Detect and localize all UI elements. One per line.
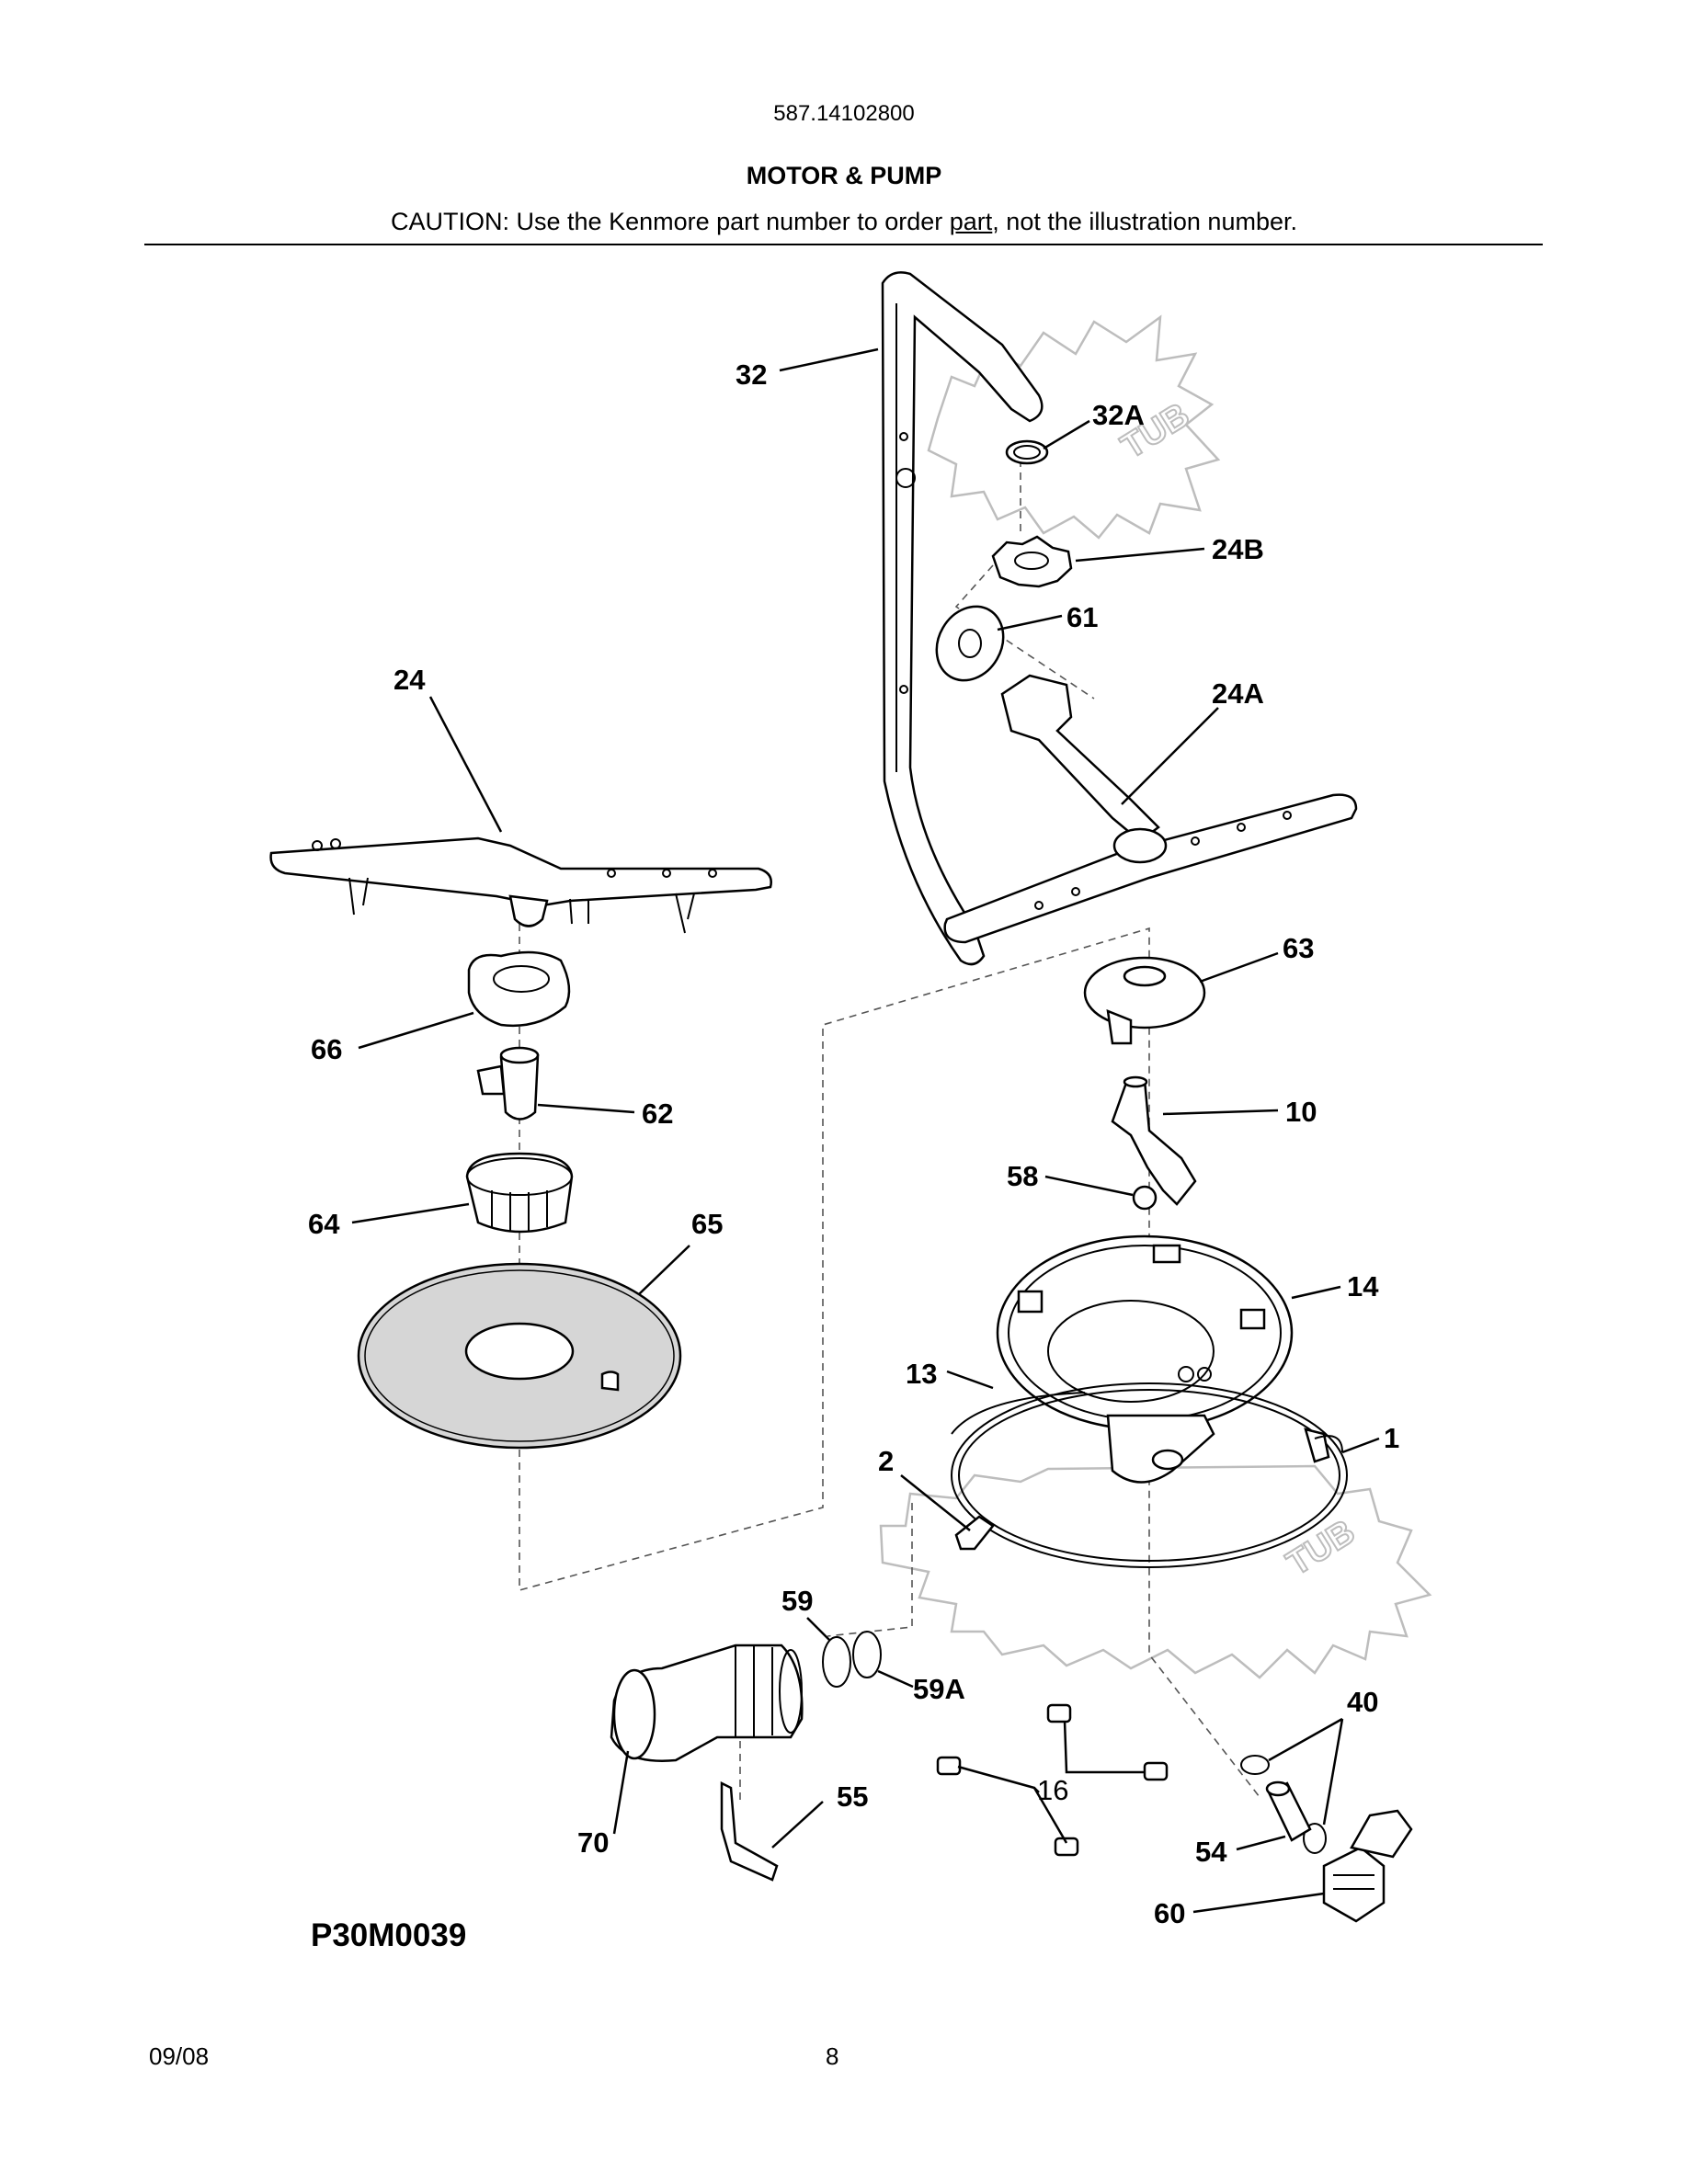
callout-66: 66 xyxy=(311,1033,342,1065)
callout-59: 59 xyxy=(781,1585,813,1617)
grommet-3 xyxy=(936,1756,962,1776)
callout-24A: 24A xyxy=(1212,677,1264,710)
part-10-tube xyxy=(1111,1075,1197,1206)
part-59-oring xyxy=(822,1636,851,1688)
callout-64: 64 xyxy=(308,1208,340,1240)
part-65-fine-filter xyxy=(357,1262,682,1450)
part-58-ball xyxy=(1132,1185,1158,1211)
callout-54: 54 xyxy=(1195,1836,1227,1868)
part-24B-nut xyxy=(991,535,1073,588)
section-title: MOTOR & PUMP xyxy=(746,162,942,189)
part-13-seal xyxy=(951,1382,1348,1568)
part-63-cover xyxy=(1083,956,1206,1045)
part-59A-oring xyxy=(852,1631,882,1678)
part-64-filter xyxy=(465,1152,574,1234)
callout-labels: 32 32A 24B 61 24 24A 63 66 62 10 58 64 6… xyxy=(308,358,1399,1929)
part-61-washer xyxy=(935,605,1005,682)
callout-61: 61 xyxy=(1066,601,1098,633)
callout-65: 65 xyxy=(691,1208,723,1240)
part-55-bracket xyxy=(720,1780,779,1882)
part-2-bracket xyxy=(954,1515,995,1551)
callout-58: 58 xyxy=(1007,1160,1038,1192)
callout-32: 32 xyxy=(736,358,767,391)
part-24A-upper-spray-arm xyxy=(943,674,1358,944)
callout-32A: 32A xyxy=(1092,399,1145,431)
part-32A-ring xyxy=(1005,439,1049,465)
caution-underlined-word: part xyxy=(949,208,993,235)
part-24-lower-spray-arm xyxy=(269,836,772,934)
part-40-clamps xyxy=(1240,1755,1327,1854)
part-66-gear xyxy=(467,950,571,1027)
callout-59A: 59A xyxy=(913,1673,965,1705)
diagram-id: P30M0039 xyxy=(311,1917,467,1953)
callout-1: 1 xyxy=(1384,1422,1399,1454)
callout-62: 62 xyxy=(642,1098,673,1130)
callout-2: 2 xyxy=(878,1445,894,1477)
grommet-4 xyxy=(1054,1837,1079,1857)
grommet-1 xyxy=(1046,1703,1072,1723)
part-32-feed-tube xyxy=(881,271,1044,966)
part-70-motor xyxy=(610,1644,804,1762)
part-60-drain-pump xyxy=(1322,1809,1413,1923)
part-16-grommets xyxy=(936,1703,1169,1857)
part-1-clamp xyxy=(951,1392,1343,1463)
part-54-hose xyxy=(1265,1780,1312,1842)
model-number: 587.14102800 xyxy=(773,101,915,126)
leader-lines xyxy=(351,347,1380,1914)
part-62-support xyxy=(476,1046,540,1120)
callout-14: 14 xyxy=(1347,1270,1379,1302)
caution-text: CAUTION: Use the Kenmore part number to … xyxy=(391,208,950,235)
callout-13: 13 xyxy=(906,1358,937,1390)
header-rule xyxy=(144,244,1543,245)
callout-55: 55 xyxy=(837,1780,868,1813)
callout-10: 10 xyxy=(1285,1096,1317,1128)
footer-date: 09/08 xyxy=(149,2042,210,2070)
callout-40: 40 xyxy=(1347,1686,1378,1718)
part-14-sump xyxy=(996,1234,1294,1484)
caution-note: CAUTION: Use the Kenmore part number to … xyxy=(0,208,1688,236)
callout-70: 70 xyxy=(577,1826,609,1859)
tub-lower-outline: TUB xyxy=(879,1464,1432,1679)
grommet-2 xyxy=(1143,1761,1169,1781)
callout-24: 24 xyxy=(393,664,426,696)
caution-text-end: , not the illustration number. xyxy=(992,208,1297,235)
callout-60: 60 xyxy=(1154,1897,1185,1929)
footer-page-number: 8 xyxy=(826,2042,839,2070)
callout-16: 16 xyxy=(1037,1774,1068,1806)
callout-24B: 24B xyxy=(1212,533,1264,565)
callout-63: 63 xyxy=(1283,932,1314,964)
